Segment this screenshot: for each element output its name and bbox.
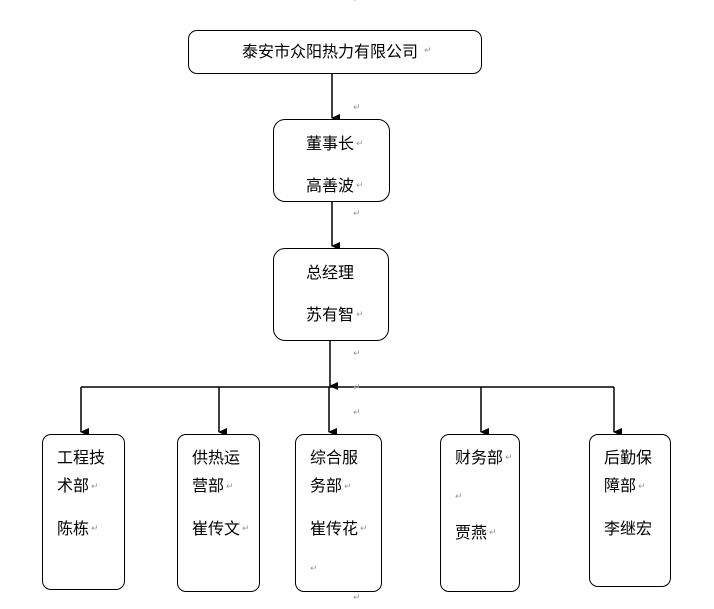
department-name-line2: 障部 <box>604 476 637 495</box>
paragraph-mark: ↵ <box>353 349 361 359</box>
company-name: 泰安市众阳热力有限公司 <box>242 42 419 61</box>
gm-person: 苏有智 <box>306 305 355 324</box>
department-head: 贾燕 <box>455 523 488 542</box>
paragraph-mark: ↵ <box>360 524 368 534</box>
paragraph-mark: ↵ <box>242 524 250 534</box>
chairman-node: 董事长 ↵ 高善波 ↵ <box>273 119 390 202</box>
paragraph-mark: ↵ <box>310 564 318 574</box>
department-head: 陈栋 <box>57 519 90 538</box>
department-head: 崔传花 <box>310 519 359 538</box>
paragraph-mark: ↵ <box>344 482 352 492</box>
department-name-line1: 供热运 <box>192 448 241 467</box>
department-name-line1: 工程技 <box>57 448 106 467</box>
company-node: 泰安市众阳热力有限公司 ↵ <box>188 30 482 74</box>
general-manager-node: 总经理 苏有智 ↵ <box>273 248 389 341</box>
paragraph-mark: ↵ <box>353 408 361 418</box>
chairman-person: 高善波 <box>306 176 355 195</box>
department-name-line2: 术部 <box>57 476 90 495</box>
department-name-line2: 务部 <box>310 476 343 495</box>
chairman-title: 董事长 <box>306 134 355 153</box>
paragraph-mark: ↵ <box>91 524 99 534</box>
department-node: 财务部 ↵ ↵ 贾燕 ↵ <box>440 434 520 592</box>
paragraph-mark: ↵ <box>489 528 497 538</box>
paragraph-mark: ↵ <box>226 482 234 492</box>
department-node: 后勤保 障部 ↵ 李继宏 <box>589 434 671 587</box>
paragraph-mark: ↵ <box>353 209 361 219</box>
paragraph-mark: ↵ <box>505 453 513 463</box>
department-node: 工程技 术部 ↵ 陈栋 ↵ <box>42 434 125 590</box>
paragraph-mark: ↵ <box>424 46 432 56</box>
department-node: 供热运 营部 ↵ 崔传文 ↵ <box>177 434 260 592</box>
paragraph-mark: ↵ <box>356 181 364 191</box>
department-node: 综合服 务部 ↵ 崔传花 ↵ ↵ <box>295 434 382 592</box>
department-name-line1: 综合服 <box>310 448 359 467</box>
paragraph-mark: ↵ <box>356 310 364 320</box>
paragraph-mark: ↵ <box>353 383 361 393</box>
paragraph-mark: ↵ <box>353 103 361 113</box>
department-name-line1: 财务部 <box>455 448 504 467</box>
paragraph-mark: ↵ <box>356 139 364 149</box>
paragraph-mark: ↵ <box>91 482 99 492</box>
department-head: 李继宏 <box>604 519 653 538</box>
paragraph-mark: ↵ <box>353 593 361 603</box>
department-head: 崔传文 <box>192 519 241 538</box>
paragraph-mark: ↵ <box>353 0 361 5</box>
department-name-line1: 后勤保 <box>604 448 653 467</box>
gm-title: 总经理 <box>306 263 355 282</box>
paragraph-mark: ↵ <box>638 482 646 492</box>
paragraph-mark: ↵ <box>455 492 463 502</box>
department-name-line2: 营部 <box>192 476 225 495</box>
